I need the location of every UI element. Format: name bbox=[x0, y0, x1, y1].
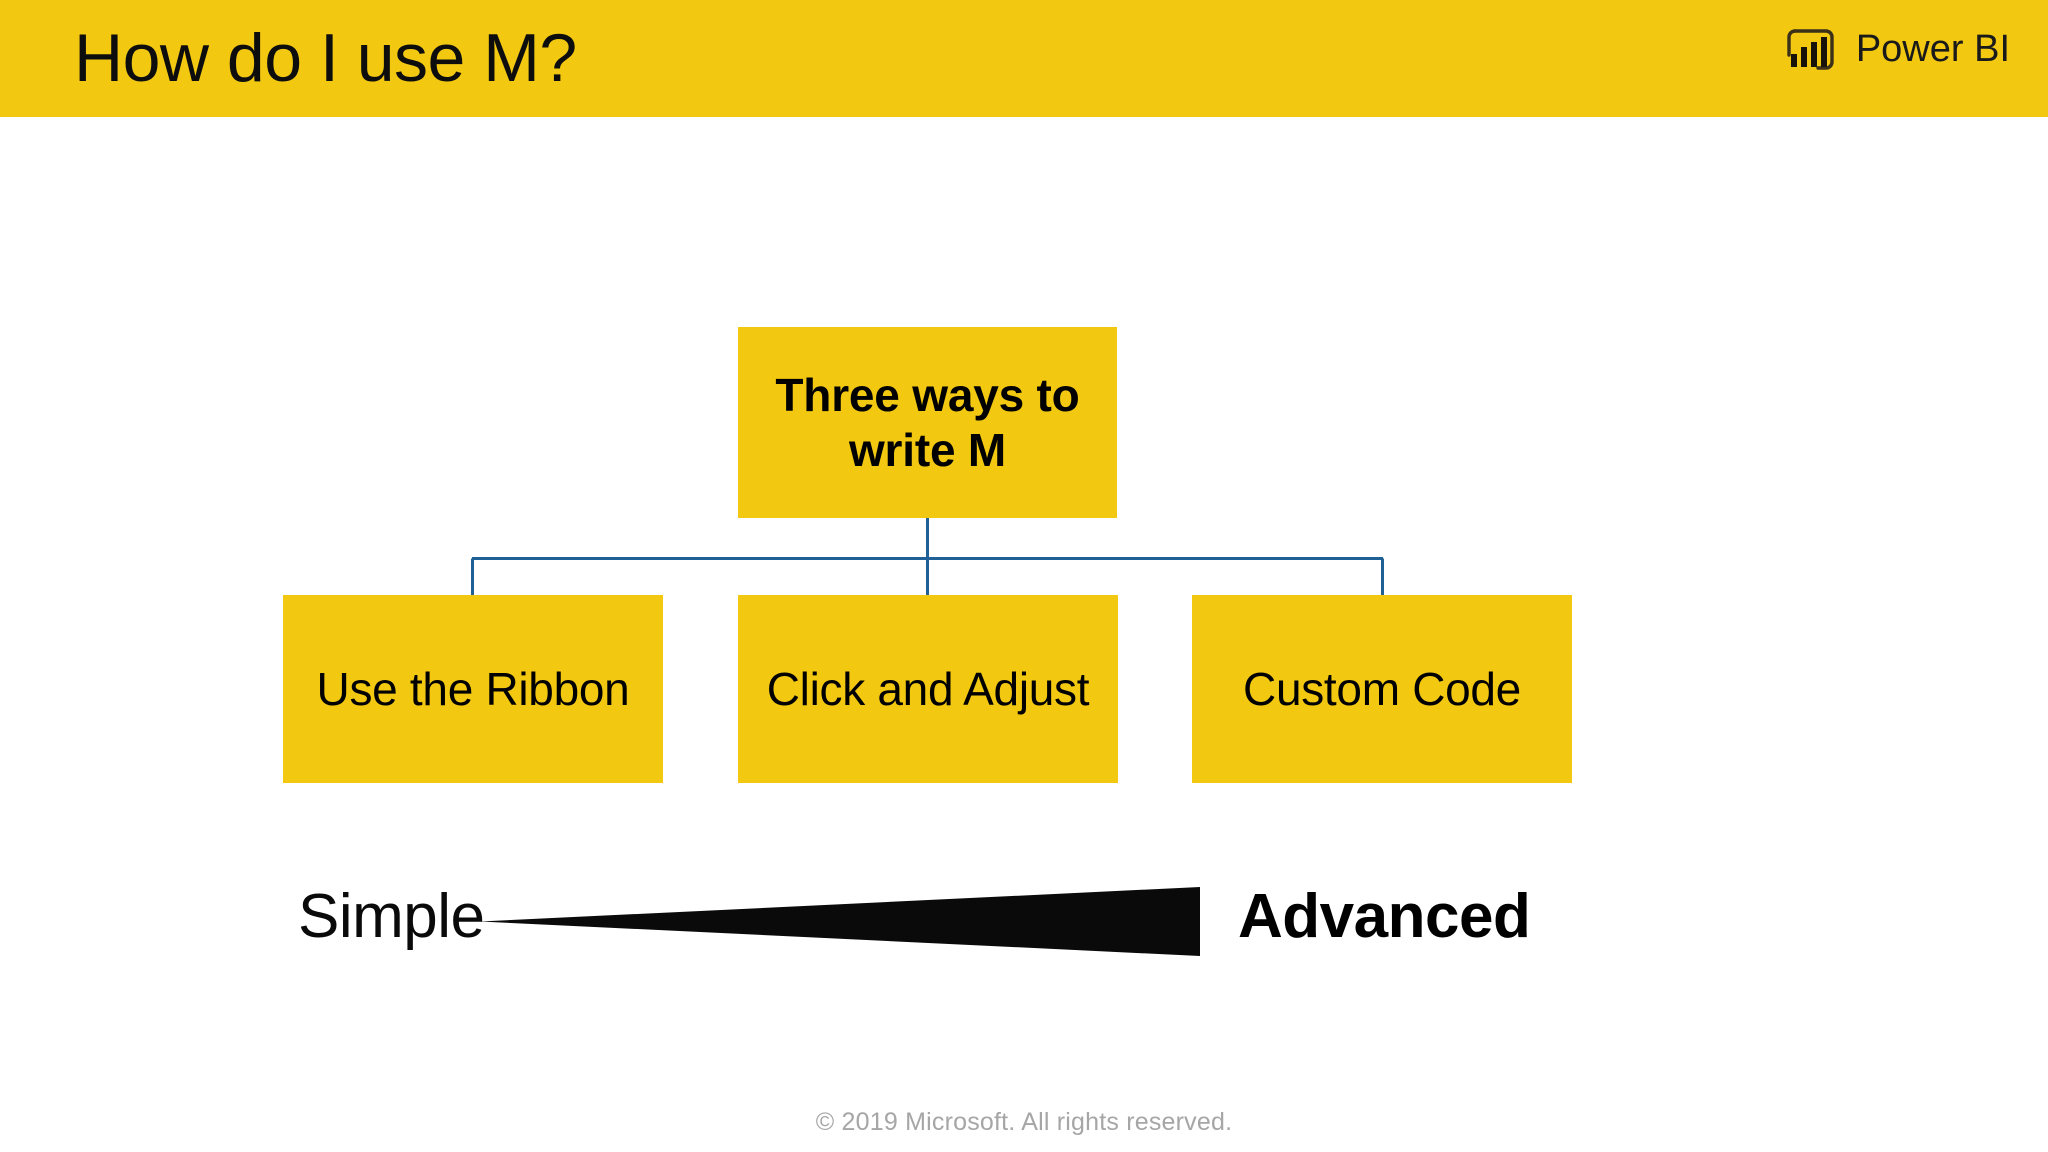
page-title: How do I use M? bbox=[74, 20, 577, 96]
brand-name-label: Power BI bbox=[1855, 28, 2010, 70]
org-chart: Three ways to write M Use the Ribbon Cli… bbox=[0, 117, 2048, 1152]
node-custom-code-label: Custom Code bbox=[1243, 662, 1521, 715]
copyright-footer: © 2019 Microsoft. All rights reserved. bbox=[815, 1108, 1233, 1136]
scale-simple-label: Simple bbox=[298, 882, 485, 951]
scale-advanced-label: Advanced bbox=[1238, 882, 1531, 951]
node-use-the-ribbon[interactable]: Use the Ribbon bbox=[283, 595, 663, 783]
widening-wedge-arrow-icon bbox=[480, 887, 1200, 956]
node-root-label: Three ways to write M bbox=[775, 369, 1080, 476]
header-banner: How do I use M? Power BI bbox=[0, 0, 2048, 117]
node-click-and-adjust-label: Click and Adjust bbox=[766, 662, 1090, 715]
node-custom-code[interactable]: Custom Code bbox=[1192, 595, 1572, 783]
brand-lockup: Power BI bbox=[1782, 18, 2010, 80]
complexity-scale: Simple Advanced bbox=[0, 852, 2048, 992]
node-click-and-adjust[interactable]: Click and Adjust bbox=[738, 595, 1118, 783]
node-root[interactable]: Three ways to write M bbox=[738, 327, 1117, 518]
power-bi-logo-icon bbox=[1782, 22, 1840, 76]
node-use-the-ribbon-label: Use the Ribbon bbox=[316, 662, 630, 715]
